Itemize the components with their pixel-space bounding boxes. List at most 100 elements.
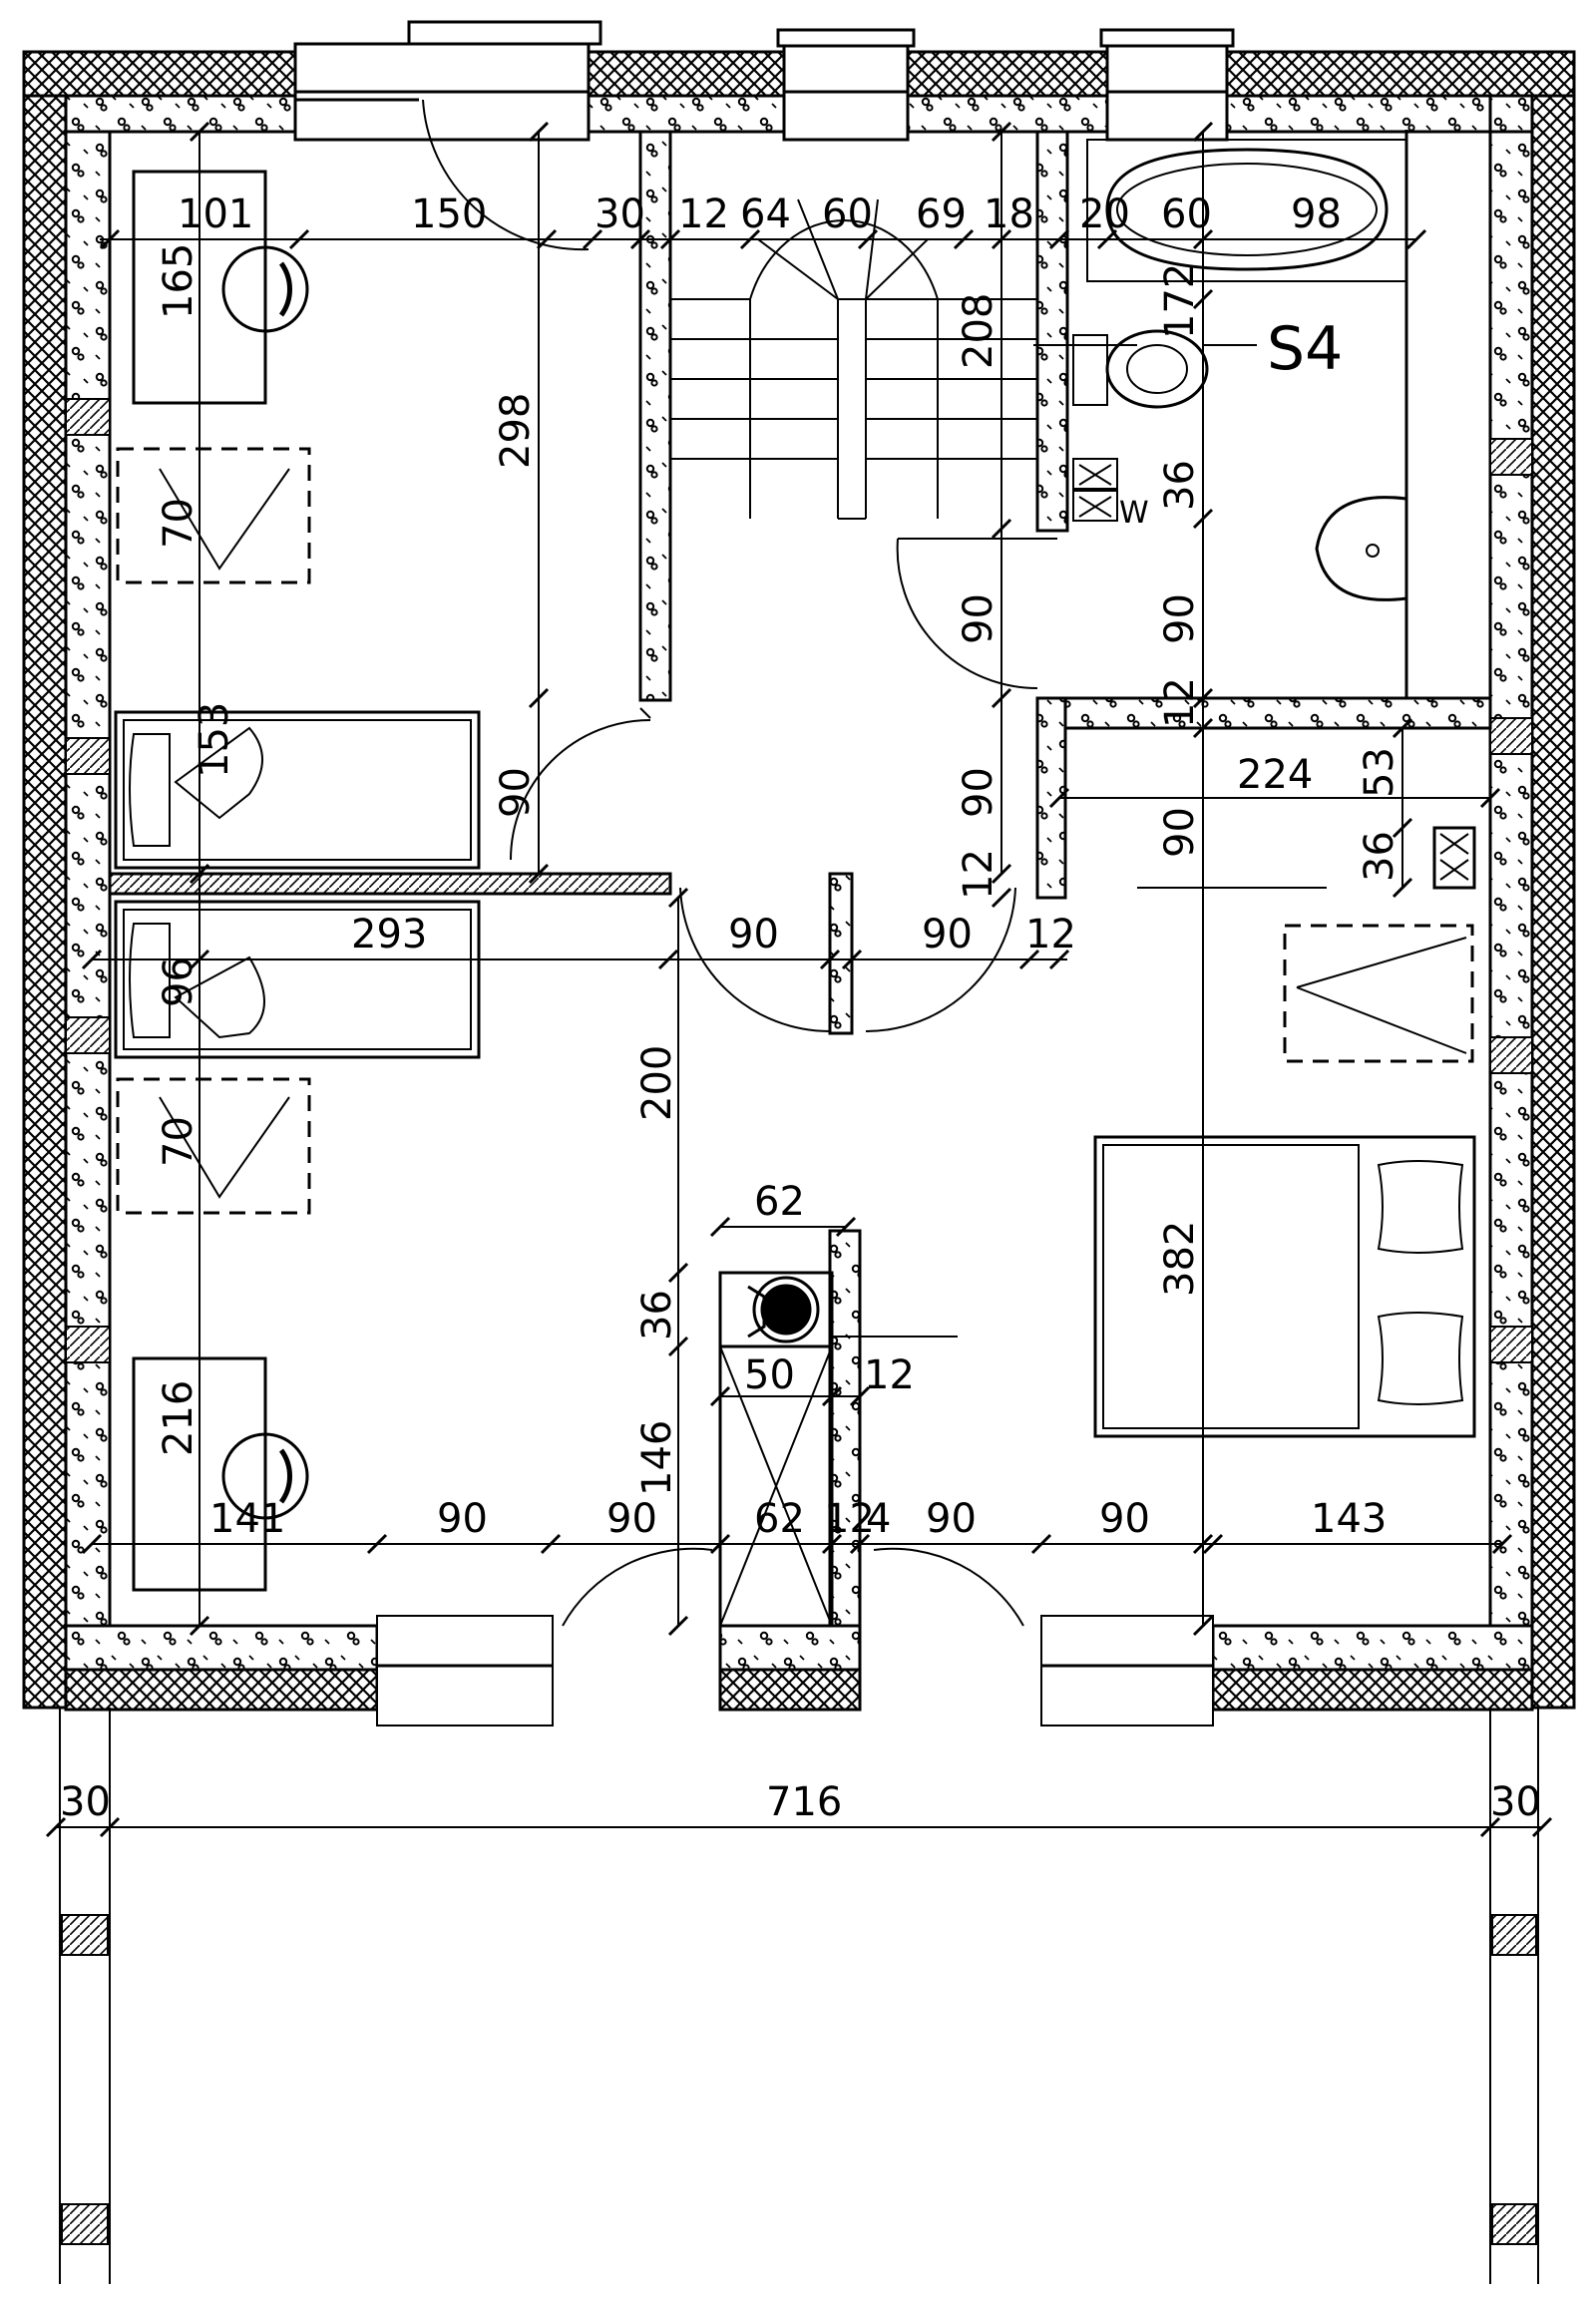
dim-door-bedroom: 90 <box>1157 807 1203 858</box>
ventilation-label: W <box>1119 496 1149 531</box>
dimension-tick <box>739 228 761 250</box>
dimension-tick <box>821 1385 843 1407</box>
chair-top <box>221 245 309 333</box>
dim-door-hall: 90 <box>956 593 1001 644</box>
dimension-tick <box>1030 1533 1052 1555</box>
vent-box <box>1072 458 1118 490</box>
dim-mid-293: 293 <box>351 912 427 958</box>
dimension-tick <box>1048 949 1070 970</box>
dimension-tick <box>528 121 550 143</box>
terrace <box>59 1708 1539 2284</box>
dimension-tick <box>953 228 975 250</box>
dimension-tick <box>99 1816 121 1838</box>
dimension-tick <box>1202 1533 1224 1555</box>
dimension-tick <box>189 121 210 143</box>
dimension-tick <box>857 228 879 250</box>
dim-wardrobe-top: 70 <box>156 498 201 549</box>
wardrobe-top <box>116 447 311 584</box>
dimension-tick <box>99 228 121 250</box>
dimension-tick <box>189 863 210 885</box>
bathtub <box>1086 139 1407 282</box>
dimension-tick <box>582 228 603 250</box>
dimension-tick <box>841 949 863 970</box>
bedroom-vent <box>1432 826 1476 890</box>
top-windows <box>293 20 1235 251</box>
dimension-tick <box>81 949 103 970</box>
dim-chimney-62: 62 <box>754 1179 805 1225</box>
dim-top-150: 150 <box>411 192 487 237</box>
chimney <box>718 1271 958 1628</box>
bed-top <box>114 710 481 870</box>
dimension-tick <box>991 121 1012 143</box>
dimension-tick <box>991 687 1012 709</box>
dimension-tick <box>1392 817 1413 839</box>
dim-bedroom-36: 36 <box>1357 831 1402 882</box>
dim-mid-90a: 90 <box>728 912 779 958</box>
dimension-tick <box>849 1385 871 1407</box>
dim-top-18: 18 <box>984 192 1034 237</box>
dimension-tick <box>189 1615 210 1637</box>
dim-top-30: 30 <box>595 192 645 237</box>
dim-bot-143: 143 <box>1311 1496 1387 1542</box>
dimension-tick <box>835 1216 857 1238</box>
dim-room-146: 146 <box>634 1420 680 1496</box>
dim-bot-141: 141 <box>209 1496 285 1542</box>
interior-walls <box>108 130 1492 1632</box>
double-bed <box>1093 1135 1476 1438</box>
dimension-tick <box>629 228 651 250</box>
dim-bed-top: 153 <box>192 702 237 778</box>
side-window-marks <box>65 398 1533 1363</box>
dim-room-200: 200 <box>634 1045 680 1121</box>
dimension-tick <box>821 1533 843 1555</box>
dimension-tick <box>1192 121 1214 143</box>
dimension-tick <box>1192 687 1214 709</box>
section-mark: S4 <box>1267 314 1343 384</box>
dim-room-298: 298 <box>493 393 539 469</box>
dimension-tick <box>1018 949 1040 970</box>
dim-top-101: 101 <box>178 192 253 237</box>
dimension-tick <box>991 863 1012 885</box>
dim-top-69: 69 <box>916 192 967 237</box>
dimension-tick <box>667 887 689 909</box>
washbasin <box>1315 496 1408 601</box>
dim-top-64: 64 <box>740 192 791 237</box>
dimension-tick <box>1048 787 1070 809</box>
dimension-lines <box>56 132 1542 1828</box>
wardrobe-bedroom <box>1283 924 1474 1063</box>
dimension-tick <box>709 1216 731 1238</box>
dim-bot-90d: 90 <box>1099 1496 1150 1542</box>
dim-bot-4: 4 <box>866 1496 891 1542</box>
dimension-tick <box>1531 1816 1553 1838</box>
chimney-shaft <box>718 1344 834 1628</box>
dimension-tick <box>667 1615 689 1637</box>
doors <box>510 538 1038 1627</box>
dimension-tick <box>1192 228 1214 250</box>
dim-desk-top: 165 <box>156 243 201 319</box>
dimension-tick <box>1392 717 1413 739</box>
dimension-tick <box>1405 228 1427 250</box>
dimension-tick <box>667 1336 689 1357</box>
dim-bot-90c: 90 <box>926 1496 977 1542</box>
bathroom-fixtures <box>1072 130 1408 698</box>
dim-door-left: 90 <box>493 767 539 818</box>
dimension-tick <box>288 228 310 250</box>
dimension-tick <box>849 1533 871 1555</box>
dim-chimney-50: 50 <box>744 1352 795 1398</box>
dimension-tick <box>1192 717 1214 739</box>
toilet-bowl <box>1105 329 1209 409</box>
wardrobe-lower <box>116 1077 311 1215</box>
dimension-tick <box>667 1262 689 1284</box>
dimension-tick <box>657 949 679 970</box>
dim-top-20: 20 <box>1079 192 1130 237</box>
dimension-labels: 101 150 30 12 64 60 69 18 20 60 98 293 9… <box>60 192 1541 1825</box>
dim-door-hall-lower: 90 <box>956 767 1001 818</box>
dim-top-60: 60 <box>822 192 873 237</box>
dim-terrace-716: 716 <box>766 1779 842 1825</box>
dim-stair-208: 208 <box>956 293 1001 369</box>
dim-door-bath: 90 <box>1157 593 1203 644</box>
dimension-tick <box>1192 288 1214 310</box>
dim-terrace-30b: 30 <box>1490 1779 1541 1825</box>
dimension-ticks <box>45 121 1553 1838</box>
dimension-tick <box>1192 508 1214 530</box>
